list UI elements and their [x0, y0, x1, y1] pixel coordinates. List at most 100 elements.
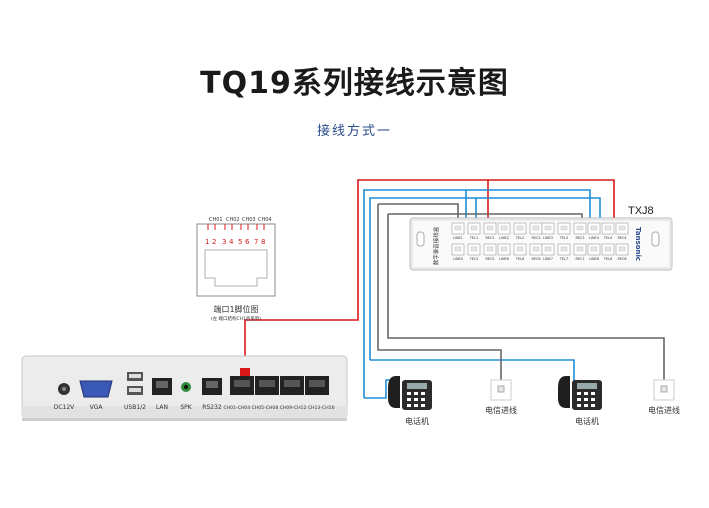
- panel-jack-socket: [604, 246, 612, 252]
- panel-port-label: REC7: [575, 257, 584, 261]
- panel-jack-socket: [618, 225, 626, 231]
- panel-model: TXJ8: [628, 205, 654, 217]
- panel-jack-socket: [486, 225, 494, 231]
- pin-number: 4: [229, 238, 234, 246]
- line-inlet-1: 电信进线: [485, 379, 517, 415]
- ch01-connector: [240, 368, 250, 376]
- port-label: LAN: [156, 404, 168, 411]
- pinout-subcaption: (左 端口结构CH1后系列): [211, 315, 262, 322]
- panel-port-label: TEL6: [515, 257, 524, 261]
- panel-port-label: REC8: [617, 257, 626, 261]
- telephone-2: 电话机: [558, 376, 602, 426]
- panel-brand: Tansonic: [634, 227, 642, 261]
- panel-port-label: REC6: [531, 257, 540, 261]
- red-wire: [244, 179, 489, 356]
- port-label: VGA: [90, 404, 104, 411]
- panel-port-label: LINE4: [589, 236, 599, 240]
- panel-port-label: LINE6: [499, 257, 509, 261]
- panel-jack-socket: [454, 246, 462, 252]
- panel-side-text: 数字录音接线盒: [432, 226, 440, 265]
- panel-jack-socket: [560, 225, 568, 231]
- port-label: DC12V: [54, 404, 75, 411]
- port-label: SPK: [180, 404, 192, 411]
- channel-label: CH03: [242, 217, 256, 223]
- gray-wire-3: [387, 214, 665, 380]
- pin-number: 8: [261, 238, 265, 246]
- panel-jack-socket: [590, 246, 598, 252]
- panel-port-label: TEL2: [515, 236, 524, 240]
- port-label: CH01-CH04 CH05-CH08 CH09-CH12 CH13-CH16: [223, 405, 334, 411]
- page-subtitle: 接线方式一: [316, 124, 392, 139]
- panel-jack-socket: [470, 225, 478, 231]
- port-pinout-diagram: CH01 CH02 CH03 CH04 1 2 3 4 5 6 7 8 端口1脚…: [196, 217, 276, 322]
- panel-jack-socket: [454, 225, 462, 231]
- port-label: RS232: [202, 404, 222, 411]
- page-title: TQ19系列接线示意图: [200, 66, 509, 101]
- panel-jack-socket: [544, 225, 552, 231]
- gray-wire-1: [377, 204, 502, 380]
- panel-jack-socket: [576, 225, 584, 231]
- panel-ports: [451, 222, 629, 256]
- phone-label: 电话机: [405, 416, 429, 426]
- panel-jack-socket: [516, 246, 524, 252]
- panel-port-label: LINE2: [499, 236, 509, 240]
- panel-jack-socket: [544, 246, 552, 252]
- phone-label: 电话机: [575, 416, 599, 426]
- panel-port-label: TEL5: [469, 257, 478, 261]
- channel-labels: CH01 CH02 CH03 CH04: [209, 217, 272, 223]
- blue-wire-2: [466, 189, 591, 228]
- panel-port-label: TEL4: [603, 236, 612, 240]
- panel-port-label: REC2: [531, 236, 540, 240]
- panel-port-label: TEL8: [603, 257, 612, 261]
- port-label: USB1/2: [124, 404, 146, 411]
- phone-handset-icon: [388, 376, 400, 408]
- panel-port-label: TEL1: [469, 236, 478, 240]
- panel-port-label: REC1: [485, 236, 494, 240]
- pin-number: 3: [222, 238, 226, 246]
- line-inlet-label: 电信进线: [485, 405, 517, 415]
- panel-jack-socket: [500, 246, 508, 252]
- pin-number: 7: [254, 238, 258, 246]
- pin-number: 5: [238, 238, 242, 246]
- panel-jack-socket: [618, 246, 626, 252]
- blue-wire-3: [369, 197, 477, 360]
- telephone-1: 电话机: [388, 376, 432, 426]
- panel-jack-socket: [470, 246, 478, 252]
- channel-label: CH01: [209, 217, 223, 223]
- panel-port-label: TEL3: [559, 236, 568, 240]
- line-inlet-label: 电信进线: [648, 405, 680, 415]
- panel-jack-socket: [532, 246, 540, 252]
- patch-panel: 数字录音接线盒 Tansonic TXJ8 LINE1 TEL1 REC1 LI…: [409, 205, 673, 271]
- panel-jack-socket: [532, 225, 540, 231]
- recorder-device: DC12V VGA USB1/2 LAN SPK RS232 CH01-CH04…: [21, 355, 348, 421]
- red-wire-branch: [488, 179, 615, 228]
- panel-port-label: TEL7: [559, 257, 568, 261]
- pin-number: 2: [212, 238, 216, 246]
- blue-wire-1: [363, 189, 467, 398]
- panel-jack-socket: [516, 225, 524, 231]
- panel-jack-socket: [486, 246, 494, 252]
- panel-port-label: REC3: [575, 236, 584, 240]
- panel-port-label: LINE1: [453, 236, 463, 240]
- channel-label: CH04: [258, 217, 272, 223]
- pin-number: 6: [245, 238, 250, 246]
- panel-jack-socket: [576, 246, 584, 252]
- channel-label: CH02: [226, 217, 240, 223]
- channel-ports: [230, 368, 329, 395]
- panel-port-label: LINE7: [543, 257, 553, 261]
- panel-port-label: LINE3: [543, 236, 553, 240]
- phone-handset-icon: [558, 376, 570, 408]
- panel-jack-socket: [560, 246, 568, 252]
- panel-port-label: LINE8: [589, 257, 599, 261]
- panel-port-label: REC4: [617, 236, 626, 240]
- vga-port-icon: [79, 380, 113, 398]
- panel-jack-socket: [604, 225, 612, 231]
- pinout-caption: 端口1脚位图: [213, 304, 258, 314]
- panel-jack-socket: [590, 225, 598, 231]
- panel-port-label: REC5: [485, 257, 494, 261]
- pin-number: 1: [205, 238, 209, 246]
- blue-wire-4: [370, 359, 575, 382]
- line-inlet-2: 电信进线: [648, 379, 680, 415]
- panel-jack-socket: [500, 225, 508, 231]
